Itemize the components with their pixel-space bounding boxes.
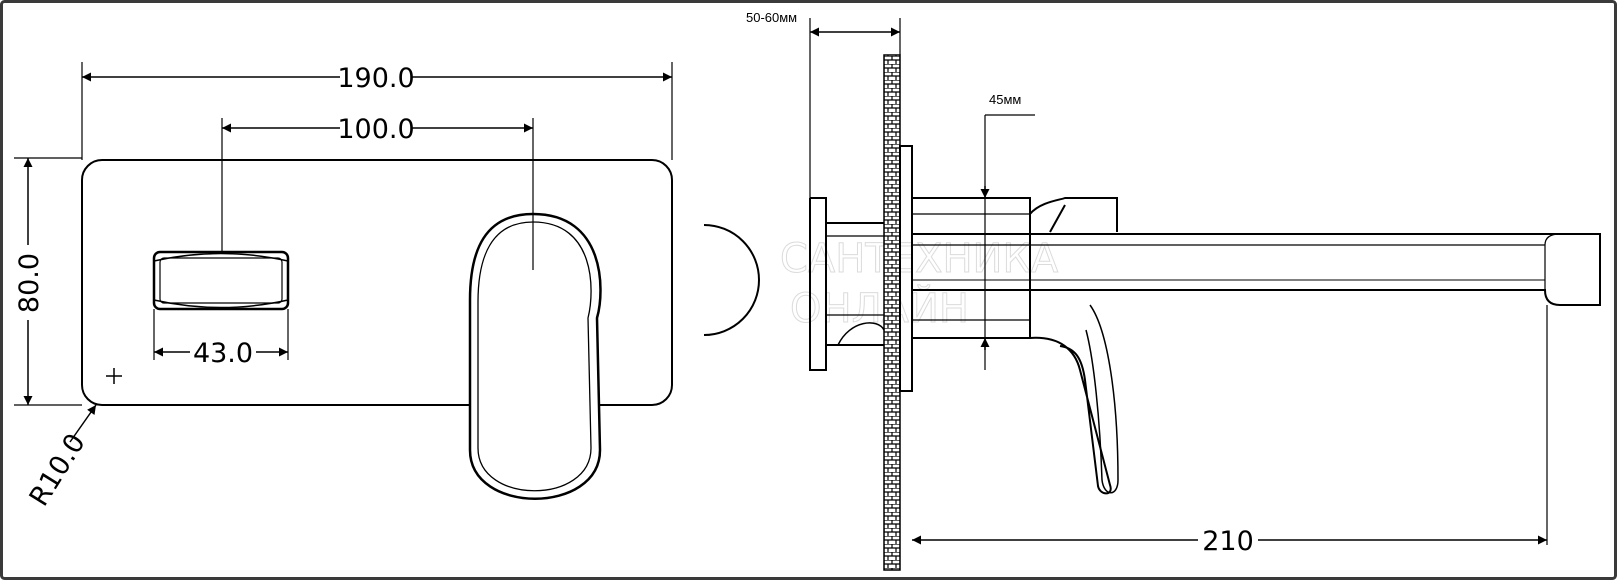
wall-plate-outline (81, 159, 673, 406)
watermark-line2: ОНЛАЙН (790, 284, 969, 332)
center-mark (106, 368, 122, 384)
cover-plate-side (899, 145, 913, 392)
wall-section (883, 54, 901, 571)
dim-radius-label: R10.0 (24, 428, 92, 511)
watermark: САНТЕХНИКА ОНЛАЙН (780, 236, 1060, 333)
front-view (14, 62, 760, 500)
dim-handle-width-label: 43.0 (193, 338, 253, 369)
dim-centers-label: 100.0 (337, 114, 414, 145)
spout-face (152, 250, 290, 311)
handle-lever (1029, 336, 1112, 495)
handle-top (1029, 197, 1118, 233)
spout-body (912, 197, 1031, 339)
spout-arm (912, 233, 1601, 306)
watermark-line1: САНТЕХНИКА (780, 236, 1059, 282)
dim-spout-length-label: 210 (1202, 526, 1254, 557)
embedded-box (809, 197, 884, 371)
dim-wall-depth-label: 50-60мм (746, 10, 797, 25)
dim-spout-height-label: 45мм (989, 92, 1021, 107)
dim-height-label: 80.0 (14, 253, 45, 313)
lever-handle (468, 212, 602, 500)
plate-edge-arc (703, 224, 760, 336)
dim-width-label: 190.0 (337, 63, 414, 94)
side-view (809, 18, 1601, 571)
